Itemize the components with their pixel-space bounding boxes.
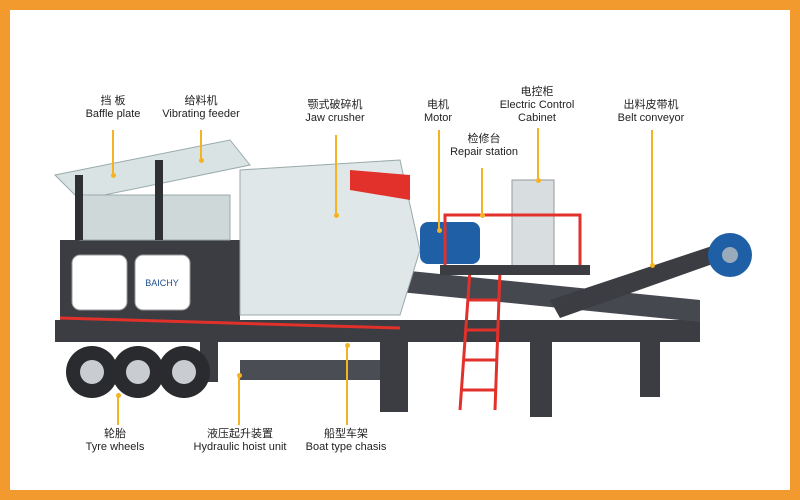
label-en: Tyre wheels xyxy=(85,441,145,453)
leader-belt xyxy=(651,130,653,265)
belt-conveyor xyxy=(550,233,752,318)
leader-repair xyxy=(481,168,483,215)
electric-cabinet xyxy=(511,179,555,269)
vibrating-feeder xyxy=(53,139,251,241)
label-cn: 电机 xyxy=(427,99,449,111)
leader-dot xyxy=(650,263,655,268)
label-cn: 轮胎 xyxy=(103,428,126,440)
label-cn: 给料机 xyxy=(184,95,218,107)
leader-feeder xyxy=(200,130,202,160)
jaw-crusher xyxy=(239,159,421,316)
label-en: Cabinet xyxy=(518,112,556,124)
motor xyxy=(420,222,480,264)
label-cn: 液压起升装置 xyxy=(207,428,273,440)
leader-cabinet xyxy=(537,128,539,180)
label-en: Vibrating feeder xyxy=(162,108,240,120)
label-cn: 检修台 xyxy=(467,133,501,145)
repair-station xyxy=(443,213,582,411)
label-cn: 电控柜 xyxy=(520,86,554,98)
label-en: Baffle plate xyxy=(85,108,141,120)
leader-dot xyxy=(116,393,121,398)
leader-dot xyxy=(437,228,442,233)
label-en: Jaw crusher xyxy=(305,112,365,124)
leader-dot xyxy=(199,158,204,163)
tyre-wheels xyxy=(66,346,210,398)
leader-dot xyxy=(345,343,350,348)
label-en: Hydraulic hoist unit xyxy=(193,441,287,453)
machine-body: BAICHY xyxy=(59,240,401,330)
leader-dot xyxy=(237,373,242,378)
label-cn: 挡 板 xyxy=(100,95,126,107)
leader-hydraulic xyxy=(238,375,240,425)
boat-type-chassis xyxy=(55,270,700,417)
leader-tyre xyxy=(117,395,119,425)
leader-dot xyxy=(334,213,339,218)
leader-jaw xyxy=(335,135,337,215)
leader-dot xyxy=(111,173,116,178)
leader-motor xyxy=(438,130,440,230)
label-cn: 颚式破碎机 xyxy=(307,99,363,111)
leader-dot xyxy=(536,178,541,183)
leader-chassis xyxy=(346,345,348,425)
label-cn: 出料皮带机 xyxy=(623,99,679,111)
label-cn: 船型车架 xyxy=(324,428,368,440)
label-en: Belt conveyor xyxy=(617,112,685,124)
leader-baffle xyxy=(112,130,114,175)
leader-dot xyxy=(480,213,485,218)
brand-logo: BAICHY xyxy=(145,278,179,288)
label-en: Repair station xyxy=(450,146,518,158)
label-en: Electric Control xyxy=(499,99,575,111)
label-en: Boat type chasis xyxy=(305,441,387,453)
label-en: Motor xyxy=(423,112,453,124)
